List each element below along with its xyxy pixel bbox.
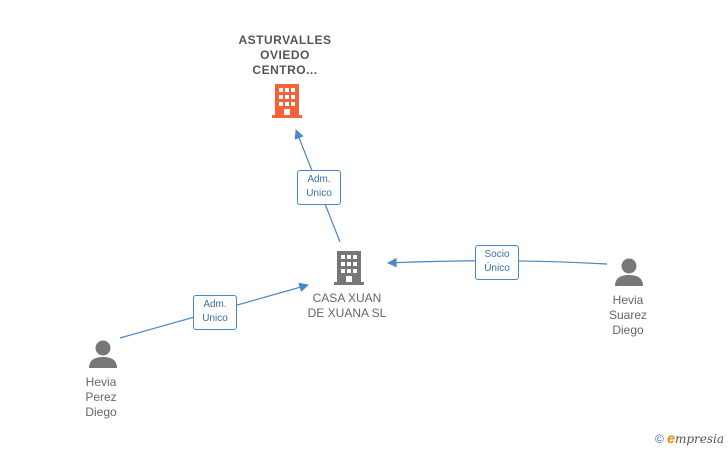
- person-icon[interactable]: [89, 340, 117, 369]
- brand-logo-text: mpresia: [674, 432, 724, 446]
- footer-watermark: © empresia: [655, 430, 724, 446]
- node-label-hevia-perez[interactable]: Hevia Perez Diego: [85, 375, 117, 419]
- person-icon[interactable]: [615, 258, 643, 287]
- node-label-asturvalles[interactable]: ASTURVALLES OVIEDO CENTRO...: [238, 33, 332, 77]
- edge-label-perez-to-casa: Adm. Unico: [193, 295, 237, 330]
- copyright-symbol: ©: [654, 432, 664, 446]
- node-label-casa-xuan[interactable]: CASA XUAN DE XUANA SL: [307, 291, 387, 320]
- building-icon[interactable]: [272, 84, 302, 118]
- node-label-hevia-suarez[interactable]: Hevia Suarez Diego: [608, 293, 648, 337]
- edge-label-suarez-to-casa: Socio Único: [475, 245, 519, 280]
- brand-logo-initial: e: [667, 430, 675, 446]
- edge-label-casa-to-asturvalles: Adm. Unico: [297, 170, 341, 205]
- building-icon[interactable]: [334, 251, 364, 285]
